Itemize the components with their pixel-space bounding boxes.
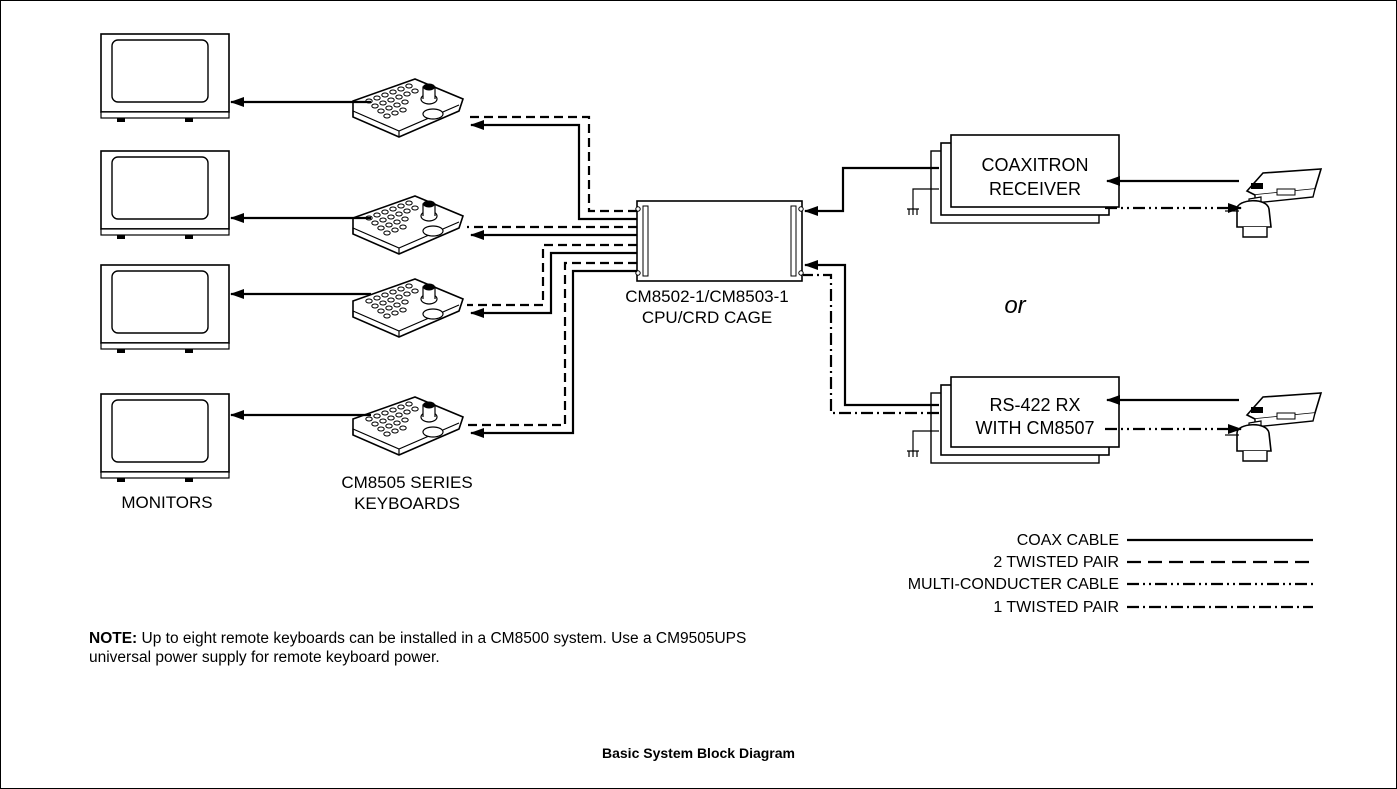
monitor-2: [100, 150, 230, 240]
note-text: NOTE: Up to eight remote keyboards can b…: [89, 629, 749, 667]
link-rs-rx-cpu-coax: [804, 260, 939, 407]
cable-kb1-2tp: [467, 115, 637, 213]
cable-kb1-coax: [470, 120, 637, 221]
monitors-label: MONITORS: [121, 493, 212, 512]
monitor-4: [100, 393, 230, 483]
legend-coax-label: COAX CABLE: [1017, 532, 1119, 549]
keyboard-3: [352, 278, 464, 338]
note-prefix: NOTE:: [89, 630, 138, 647]
rs422-label-1: RS-422 RX: [989, 395, 1080, 415]
legend: COAX CABLE 2 TWISTED PAIR MULTI-CONDUCTE…: [908, 532, 1313, 616]
cpu-cage: [635, 200, 804, 282]
cpu-label-2: CPU/CRD CAGE: [642, 308, 772, 327]
note-body: Up to eight remote keyboards can be inst…: [89, 630, 747, 666]
keyboards-label-1: CM8505 SERIES: [341, 473, 472, 492]
coaxitron-label-2: RECEIVER: [989, 179, 1081, 199]
cable-kb3-coax: [470, 251, 637, 318]
keyboard-2: [352, 195, 464, 255]
link-coax-rx-cpu: [804, 166, 939, 216]
legend-multi-label: MULTI-CONDUCTER CABLE: [908, 576, 1119, 593]
legend-2tp-label: 2 TWISTED PAIR: [993, 554, 1119, 571]
cable-kb4-coax: [470, 269, 637, 438]
coaxitron-receiver: [907, 134, 1120, 224]
legend-1tp-label: 1 TWISTED PAIR: [993, 599, 1119, 616]
monitor-1: [100, 33, 230, 123]
cable-kb4-2tp: [467, 261, 637, 427]
cable-kb3-2tp: [467, 243, 637, 307]
monitor-3: [100, 264, 230, 354]
coaxitron-label-1: COAXITRON: [981, 155, 1088, 175]
camera-2: [1224, 392, 1322, 462]
or-label: or: [1004, 292, 1026, 319]
keyboard-1: [352, 78, 464, 138]
rs422-label-2: WITH CM8507: [975, 418, 1094, 438]
keyboard-4: [352, 396, 464, 456]
camera-1: [1224, 168, 1322, 238]
cpu-label-1: CM8502-1/CM8503-1: [625, 287, 788, 306]
link-rs-rx-cpu-1tp: [803, 273, 939, 415]
rs422-receiver: [907, 376, 1120, 464]
keyboards-label-2: KEYBOARDS: [354, 494, 460, 513]
diagram-caption: Basic System Block Diagram: [602, 745, 795, 761]
